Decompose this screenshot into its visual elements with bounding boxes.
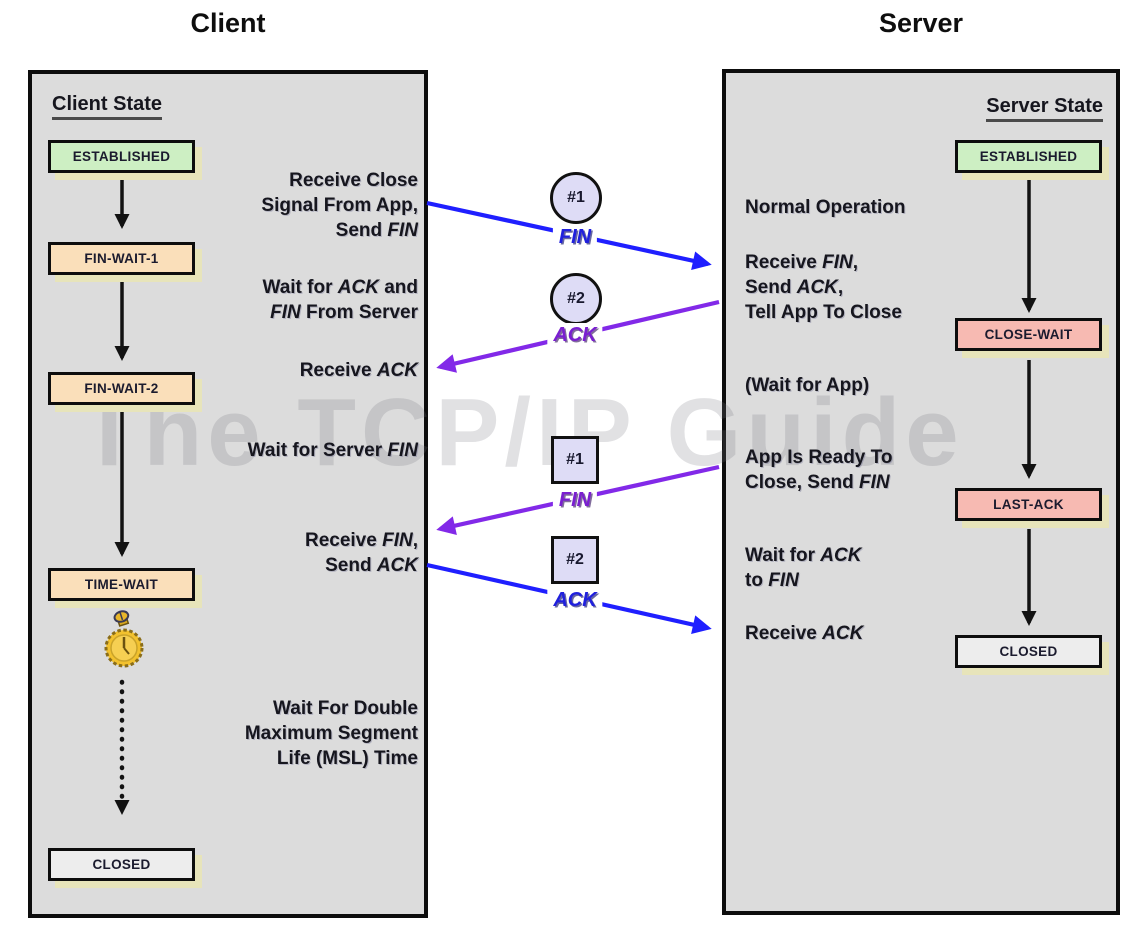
stopwatch-icon: [104, 610, 144, 668]
server-annot-receive-fin: Receive FIN,Send ACK,Tell App To Close: [745, 252, 902, 323]
client-state-header: Client State: [52, 93, 163, 120]
message1-fin-label: FIN: [552, 225, 598, 249]
client-state-fin-wait-2: FIN-WAIT-2: [48, 372, 195, 405]
message4-badge: #2: [551, 536, 599, 584]
server-state-header: Server State: [986, 95, 1103, 122]
client-annot-receive-fin-send-ack: Receive FIN,Send ACK: [304, 530, 418, 576]
client-state-fin-wait-1: FIN-WAIT-1: [48, 242, 195, 275]
client-state-established: ESTABLISHED: [48, 140, 195, 173]
server-title: Server: [878, 8, 964, 38]
server-state-established: ESTABLISHED: [955, 140, 1102, 173]
client-state-time-wait: TIME-WAIT: [48, 568, 195, 601]
server-annot-wait-for-app: (Wait for App): [745, 375, 870, 396]
server-state-last-ack: LAST-ACK: [955, 488, 1102, 521]
client-panel: [28, 70, 428, 918]
client-state-closed: CLOSED: [48, 848, 195, 881]
client-annot-receive-ack: Receive ACK: [299, 360, 418, 381]
watermark-text: The TCP/IP Guide: [80, 379, 964, 486]
message3-fin-label: FIN: [552, 488, 598, 512]
message3-badge: #1: [551, 436, 599, 484]
message2-badge: #2: [550, 273, 602, 325]
message2-ack-label: ACK: [547, 323, 603, 347]
client-annot-wait-server-fin: Wait for Server FIN: [247, 440, 418, 461]
server-state-closed: CLOSED: [955, 635, 1102, 668]
client-title: Client: [190, 8, 266, 38]
server-annot-receive-ack: Receive ACK: [745, 623, 864, 644]
message4-ack-label: ACK: [547, 588, 603, 612]
server-state-close-wait: CLOSE-WAIT: [955, 318, 1102, 351]
message1-badge: #1: [550, 172, 602, 224]
server-annot-normal-operation: Normal Operation: [745, 197, 906, 218]
